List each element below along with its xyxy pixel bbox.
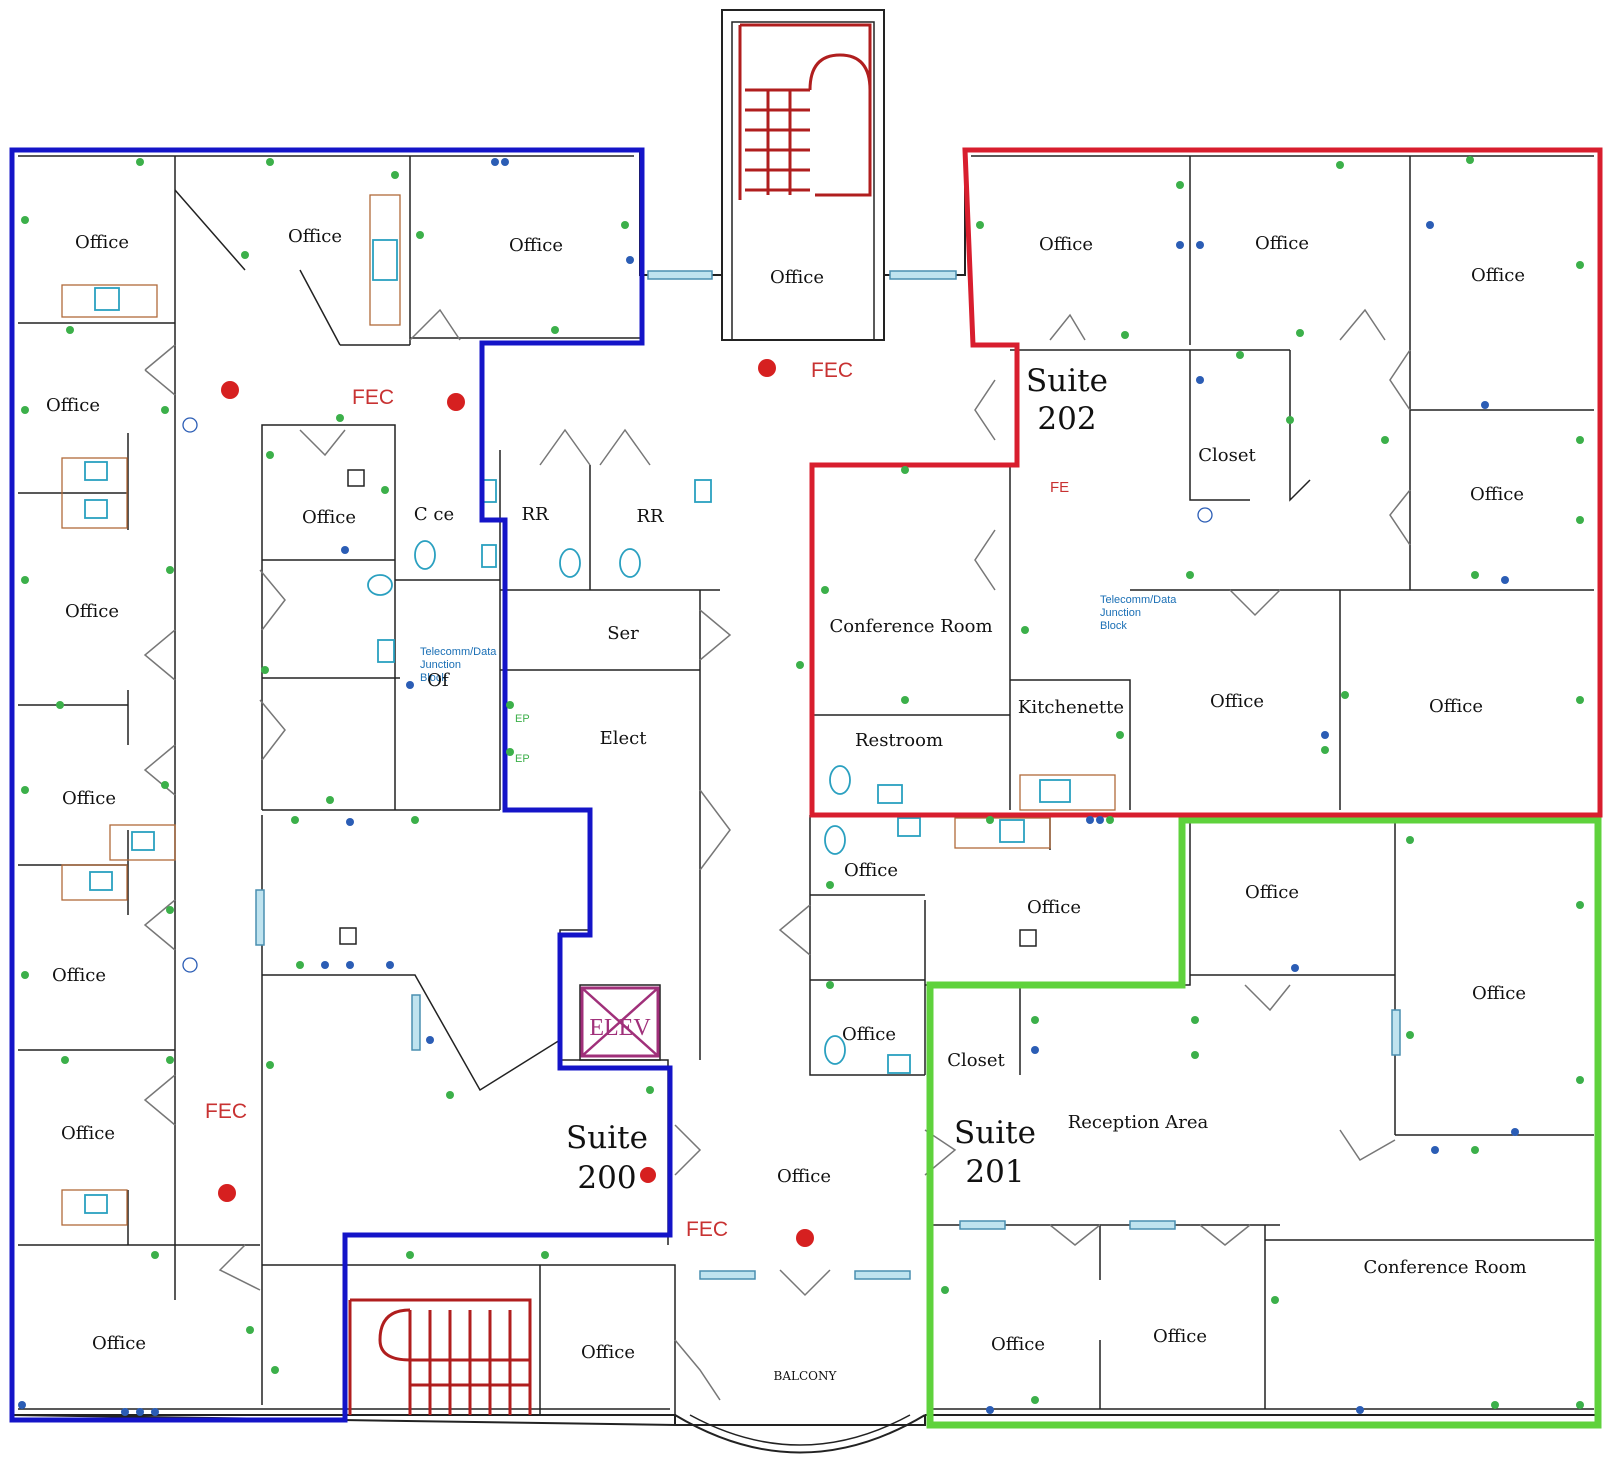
stair-top bbox=[738, 23, 872, 200]
suite-202-label: Suite bbox=[1026, 363, 1108, 399]
room-label-office: Office bbox=[509, 235, 563, 256]
room-label-office: Office bbox=[991, 1334, 1045, 1355]
elevator-label: ELEV bbox=[589, 1015, 651, 1041]
room-label-office: Office bbox=[52, 965, 106, 986]
room-label-office: Office bbox=[75, 232, 129, 253]
room-label-office: Office bbox=[777, 1166, 831, 1187]
suite-202-boundary bbox=[809, 147, 1603, 818]
suite-200-number: 200 bbox=[577, 1160, 636, 1196]
room-label-ser: Ser bbox=[607, 623, 639, 644]
balcony-label: BALCONY bbox=[774, 1369, 838, 1383]
room-label-office: Office bbox=[770, 267, 824, 288]
room-label-office: Office bbox=[62, 788, 116, 809]
room-label-office: Office bbox=[1027, 897, 1081, 918]
suite-201-number: 201 bbox=[965, 1154, 1024, 1190]
elevator bbox=[580, 986, 660, 1058]
room-label-office: Office bbox=[1472, 983, 1526, 1004]
room-label-office: Office bbox=[61, 1123, 115, 1144]
room-label-office: Office bbox=[1429, 696, 1483, 717]
room-labels: Office Office Office Office Office Offic… bbox=[46, 226, 1527, 1383]
windows bbox=[255, 889, 1401, 1280]
room-label-office: Office bbox=[581, 1342, 635, 1363]
room-label-reception-area: Reception Area bbox=[1068, 1112, 1209, 1133]
ep-label: EP bbox=[515, 713, 530, 725]
room-label-office: Office bbox=[1255, 233, 1309, 254]
room-label-office: Office bbox=[844, 860, 898, 881]
room-label-office: Office bbox=[1153, 1326, 1207, 1347]
room-label-office: Office bbox=[842, 1024, 896, 1045]
room-label-office: Office bbox=[1245, 882, 1299, 903]
ep-label: EP bbox=[515, 753, 530, 765]
electrical-symbols bbox=[18, 156, 1584, 1416]
room-label-office: Office bbox=[302, 507, 356, 528]
room-label-office: Office bbox=[1039, 234, 1093, 255]
fec-label: FEC bbox=[811, 359, 853, 382]
room-label-office: Office bbox=[1470, 484, 1524, 505]
room-label-closet: Closet bbox=[1198, 445, 1256, 466]
room-label-of: Of bbox=[427, 670, 450, 691]
suite-202-number: 202 bbox=[1037, 401, 1096, 437]
room-label-rr: RR bbox=[636, 506, 664, 527]
plumbing-fixtures bbox=[61, 194, 1116, 1226]
safety-labels: FEC FEC FEC FEC FE ELEV EP EP bbox=[205, 359, 1069, 1241]
suite-201-boundary bbox=[926, 816, 1602, 1429]
telecomm-label: Telecomm/Data bbox=[420, 646, 497, 658]
fec-label: FEC bbox=[352, 386, 394, 409]
fec-label: FEC bbox=[205, 1100, 247, 1123]
room-label-restroom: Restroom bbox=[855, 730, 943, 751]
door-swings bbox=[143, 308, 1411, 1401]
telecomm-label: Block bbox=[420, 672, 447, 684]
room-label-office: Office bbox=[46, 395, 100, 416]
telecomm-label: Junction bbox=[1100, 607, 1141, 619]
stair-bottom bbox=[348, 1298, 532, 1415]
room-label-office: Office bbox=[65, 601, 119, 622]
room-label-office: Office bbox=[1210, 691, 1264, 712]
room-label-closet: Closet bbox=[947, 1050, 1005, 1071]
fe-label: FE bbox=[1050, 479, 1069, 496]
room-label-kitchenette: Kitchenette bbox=[1018, 697, 1124, 718]
suite-201-label: Suite bbox=[954, 1115, 1036, 1151]
room-label-conference-room: Conference Room bbox=[1363, 1257, 1526, 1278]
fec-label: FEC bbox=[686, 1218, 728, 1241]
telecomm-label: Telecomm/Data bbox=[1100, 594, 1177, 606]
room-label-elect: Elect bbox=[600, 728, 648, 749]
suite-boundaries bbox=[9, 147, 1603, 1429]
room-label-office: Office bbox=[1471, 265, 1525, 286]
suite-200-label: Suite bbox=[566, 1120, 648, 1156]
room-label-c-ce: C ce bbox=[414, 504, 454, 525]
suite-200-boundary bbox=[9, 147, 673, 1423]
telecomm-label: Junction bbox=[420, 659, 461, 671]
telecomm-label: Block bbox=[1100, 620, 1127, 632]
room-label-office: Office bbox=[288, 226, 342, 247]
room-label-conference-room: Conference Room bbox=[829, 616, 992, 637]
room-label-office: Office bbox=[92, 1333, 146, 1354]
room-label-rr: RR bbox=[521, 504, 549, 525]
